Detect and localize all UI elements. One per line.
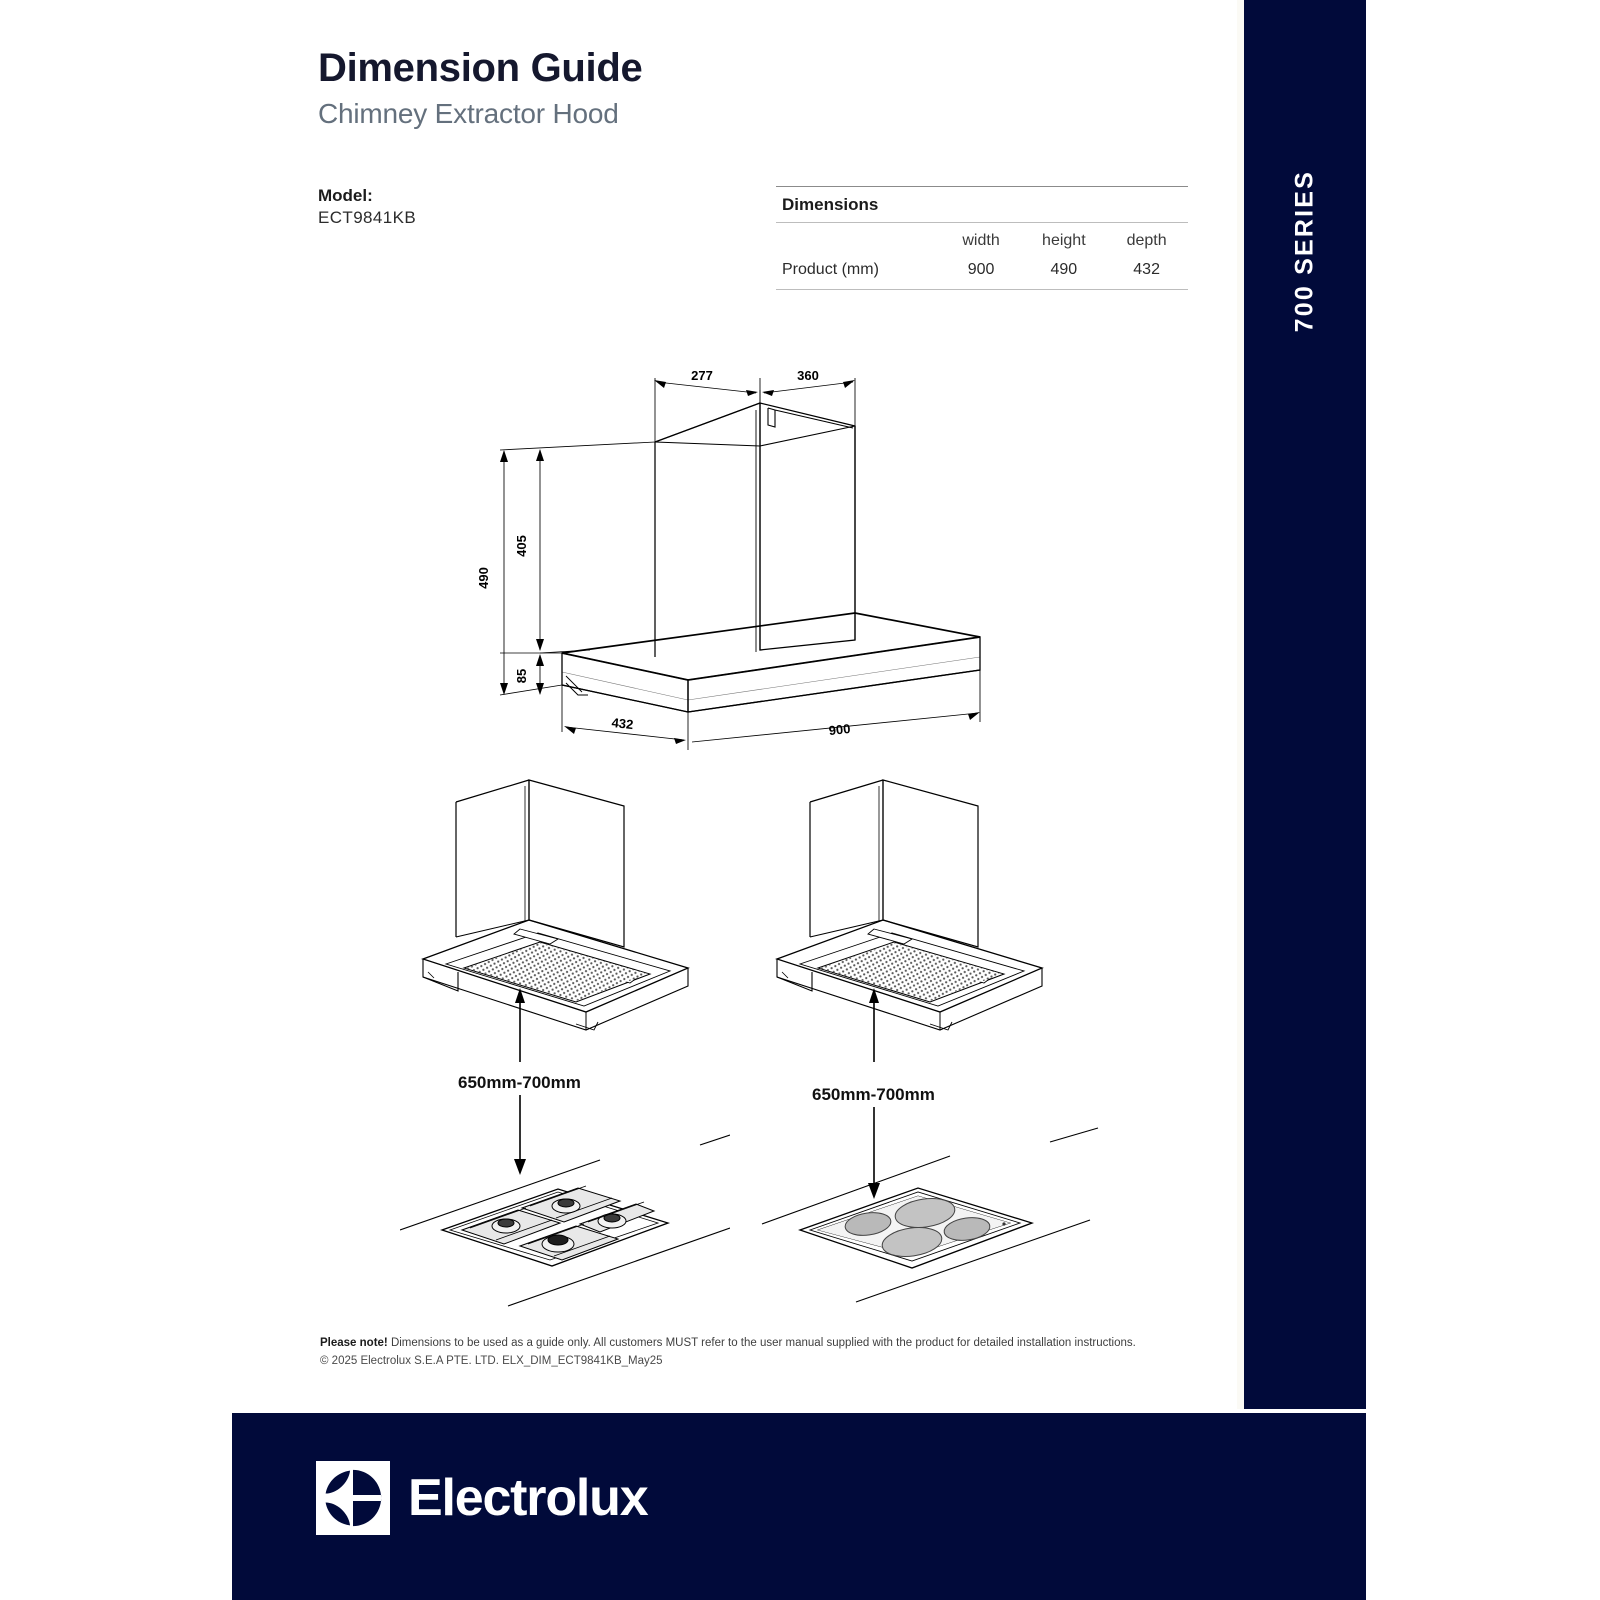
- clearance-label-right-wrap: 650mm-700mm: [812, 1085, 935, 1105]
- electrolux-logo-icon: [316, 1461, 390, 1535]
- brand-name: Electrolux: [408, 1469, 649, 1527]
- clearance-label-right: 650mm-700mm: [812, 1085, 935, 1104]
- gas-hob-diagram: [400, 1120, 730, 1310]
- please-note-label: Please note!: [320, 1337, 388, 1349]
- dim-text-490: 490: [476, 567, 491, 589]
- row-value-width: 900: [967, 261, 995, 278]
- dim-text-85: 85: [514, 669, 529, 683]
- header-height: height: [1042, 232, 1086, 249]
- dimensions-table-caption: Dimensions: [782, 195, 879, 214]
- footer-bar: Electrolux: [232, 1413, 1366, 1600]
- copyright-line: © 2025 Electrolux S.E.A PTE. LTD. ELX_DI…: [320, 1355, 663, 1367]
- table-rule-mid: [776, 222, 1188, 223]
- series-bar-gutter: [1237, 0, 1244, 1409]
- please-note-line: Please note! Dimensions to be used as a …: [320, 1337, 1136, 1349]
- row-value-depth: 432: [1133, 261, 1160, 278]
- dimensions-table: Dimensions width height depth Product (m…: [776, 186, 1188, 290]
- dim-text-360: 360: [797, 368, 819, 383]
- dim-text-405: 405: [514, 535, 529, 557]
- page-sheet: 700 SERIES Dimension Guide Chimney Extra…: [232, 0, 1366, 1600]
- ceramic-hob-diagram: [760, 1120, 1100, 1310]
- dim-text-900: 900: [828, 721, 851, 738]
- technical-drawing: 277 360 490 405 85 432 900: [470, 350, 1050, 750]
- series-bar: 700 SERIES: [1244, 0, 1366, 1409]
- clearance-arrow-right-lower: [752, 1107, 1082, 1207]
- model-value: ECT9841KB: [318, 208, 417, 227]
- dim-text-277: 277: [691, 368, 713, 383]
- series-label: 700 SERIES: [1290, 170, 1319, 333]
- header-depth: depth: [1126, 232, 1167, 249]
- installation-diagram-left-hood: [398, 772, 728, 1072]
- please-note-text: Dimensions to be used as a guide only. A…: [387, 1337, 1136, 1349]
- dim-text-432: 432: [611, 715, 634, 732]
- clearance-arrow-left-lower: [398, 1095, 728, 1185]
- table-header-row: width height depth: [776, 223, 1188, 253]
- row-value-height: 490: [1050, 261, 1078, 278]
- table-rule-top: [776, 186, 1188, 187]
- model-label: Model:: [318, 186, 373, 205]
- table-rule-bottom: [776, 289, 1188, 290]
- installation-diagram-right-hood: [752, 772, 1082, 1072]
- table-row: Product (mm) 900 490 432: [776, 253, 1188, 289]
- row-label-product: Product (mm): [782, 261, 879, 278]
- page-title: Dimension Guide: [318, 46, 643, 90]
- brand-logo: Electrolux: [316, 1461, 649, 1535]
- clearance-label-left-wrap: 650mm-700mm: [458, 1073, 581, 1093]
- page-subtitle: Chimney Extractor Hood: [318, 98, 619, 129]
- header-width: width: [962, 232, 1000, 249]
- clearance-label-left: 650mm-700mm: [458, 1073, 581, 1092]
